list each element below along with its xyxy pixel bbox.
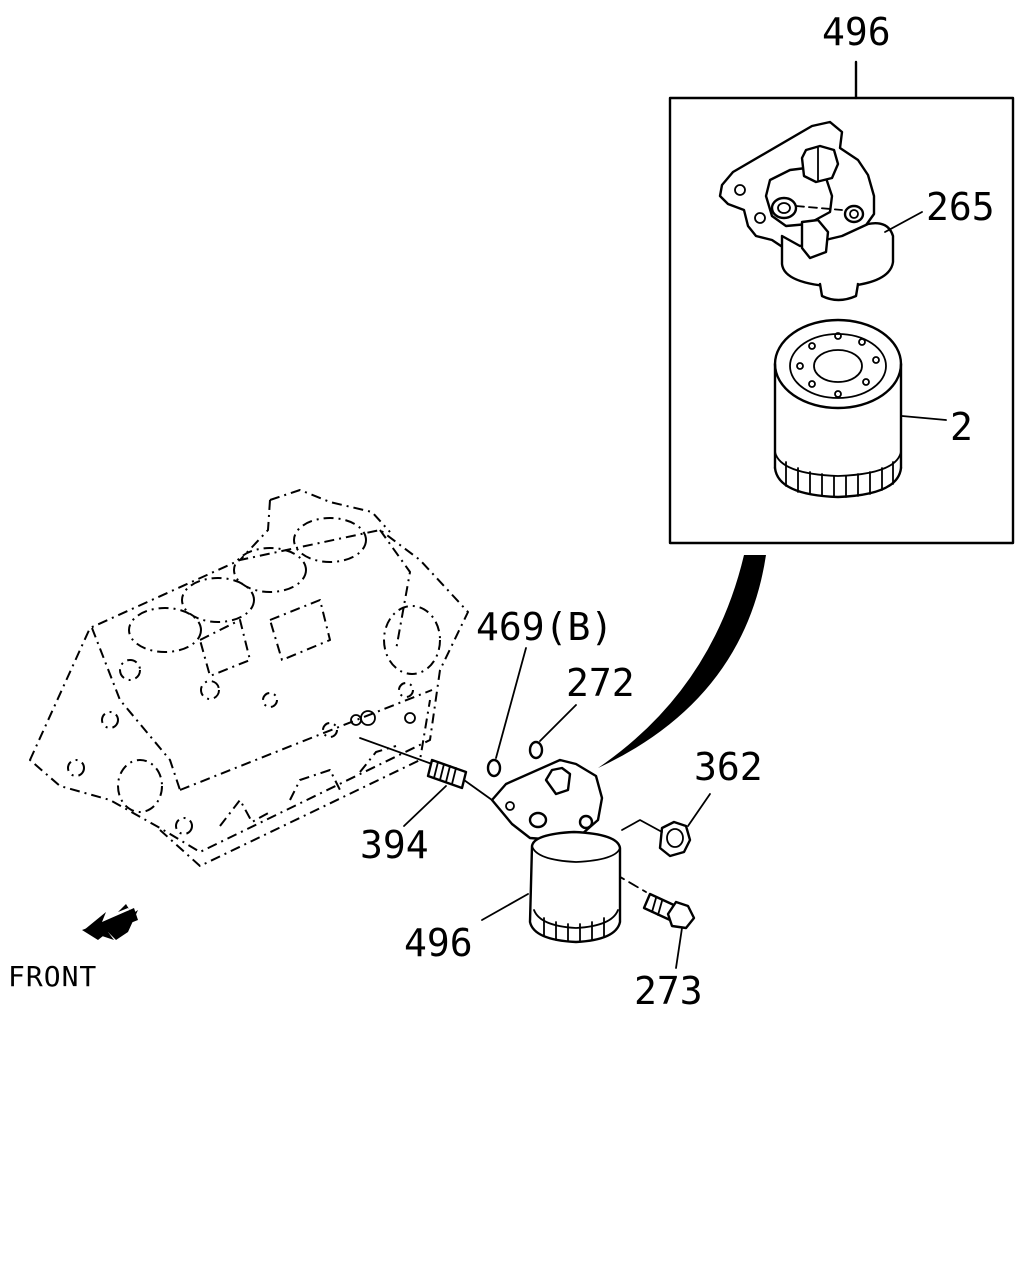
stud-394	[359, 737, 493, 801]
nut-362	[621, 819, 692, 858]
leader-394	[403, 785, 447, 827]
label-496-top: 496	[822, 10, 891, 54]
filter-element-detail	[773, 318, 903, 499]
callout-swoosh	[598, 555, 766, 768]
label-2: 2	[950, 405, 973, 449]
leader-265	[884, 211, 923, 233]
oring-272	[528, 740, 544, 760]
label-front: FRONT	[8, 960, 97, 993]
label-496-bottom: 496	[404, 921, 473, 965]
label-394: 394	[360, 823, 429, 867]
engine-block	[29, 489, 469, 867]
detail-box	[668, 60, 1015, 545]
label-265: 265	[926, 185, 995, 229]
leader-2	[901, 415, 947, 421]
arrow-down-left-icon	[82, 904, 138, 940]
label-272: 272	[566, 661, 635, 705]
filter-assembly-lower	[490, 758, 622, 944]
leader-469b	[495, 647, 527, 759]
leader-362	[687, 793, 711, 827]
label-273: 273	[634, 969, 703, 1013]
leader-273	[675, 927, 683, 969]
label-362: 362	[694, 745, 763, 789]
leader-496-lower	[481, 893, 529, 921]
filter-head-detail	[718, 120, 895, 302]
label-469b: 469(B)	[476, 605, 613, 649]
leader-272	[539, 704, 577, 742]
oring-469b	[486, 758, 502, 778]
